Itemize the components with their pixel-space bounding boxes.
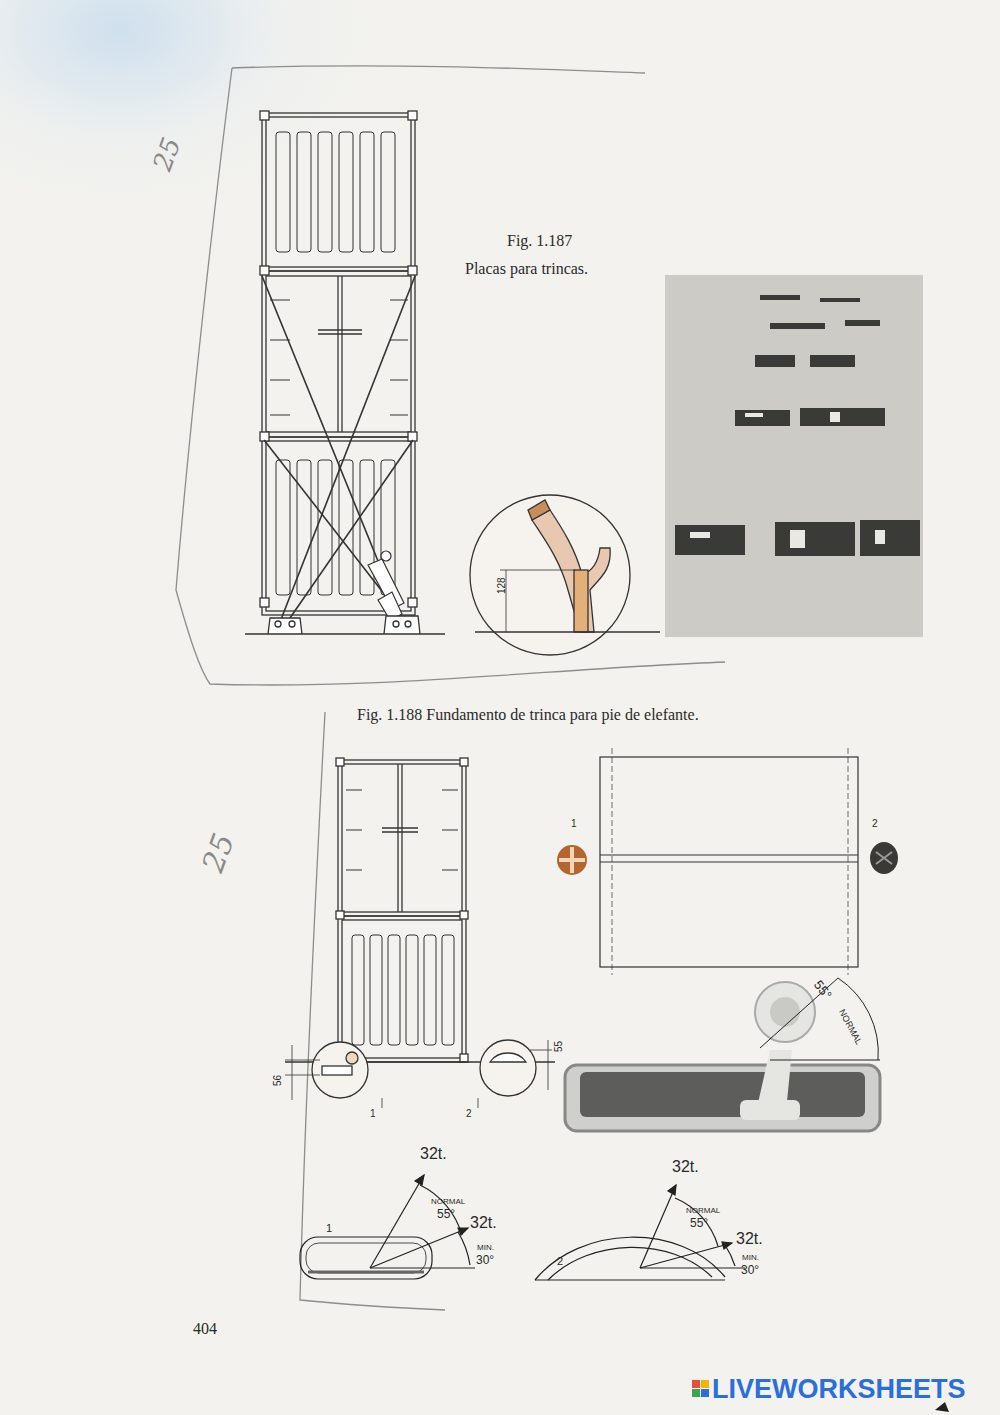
page-number: 404: [193, 1320, 217, 1338]
figure-caption: Placas para trincas.: [465, 260, 588, 278]
angle-label: NORMAL: [836, 1008, 863, 1047]
force-value: 32t.: [420, 1145, 447, 1163]
angle-label: MIN.: [742, 1254, 759, 1263]
callout-number: 1: [370, 1108, 376, 1119]
callout-number: 2: [466, 1108, 472, 1119]
figure-caption: Fig. 1.188 Fundamento de trinca para pie…: [357, 706, 699, 724]
callout-number: 2: [872, 818, 878, 829]
callout-number: 1: [571, 818, 577, 829]
angle-label: NORMAL: [431, 1198, 465, 1207]
watermark: LIVEWORKSHEETS: [712, 1375, 966, 1405]
angle-value: 55°: [690, 1217, 708, 1230]
dimension: 55: [553, 1041, 564, 1052]
dimension: 56: [272, 1075, 283, 1086]
force-value: 32t.: [470, 1214, 497, 1232]
angle-label: MIN.: [477, 1244, 494, 1253]
handwritten-note: 25: [148, 134, 186, 175]
handwritten-note: 25: [196, 829, 240, 876]
callout-number: 1: [326, 1222, 332, 1234]
force-value: 32t.: [672, 1158, 699, 1176]
callout-number: 2: [557, 1255, 563, 1267]
figure-number: Fig. 1.187: [507, 232, 572, 250]
angle-value: 55°: [437, 1208, 455, 1221]
angle-label: NORMAL: [686, 1207, 720, 1216]
angle-value: 30°: [741, 1264, 759, 1277]
force-value: 32t.: [736, 1230, 763, 1248]
dimension: 128: [496, 577, 507, 594]
angle-value: 30°: [476, 1254, 494, 1267]
